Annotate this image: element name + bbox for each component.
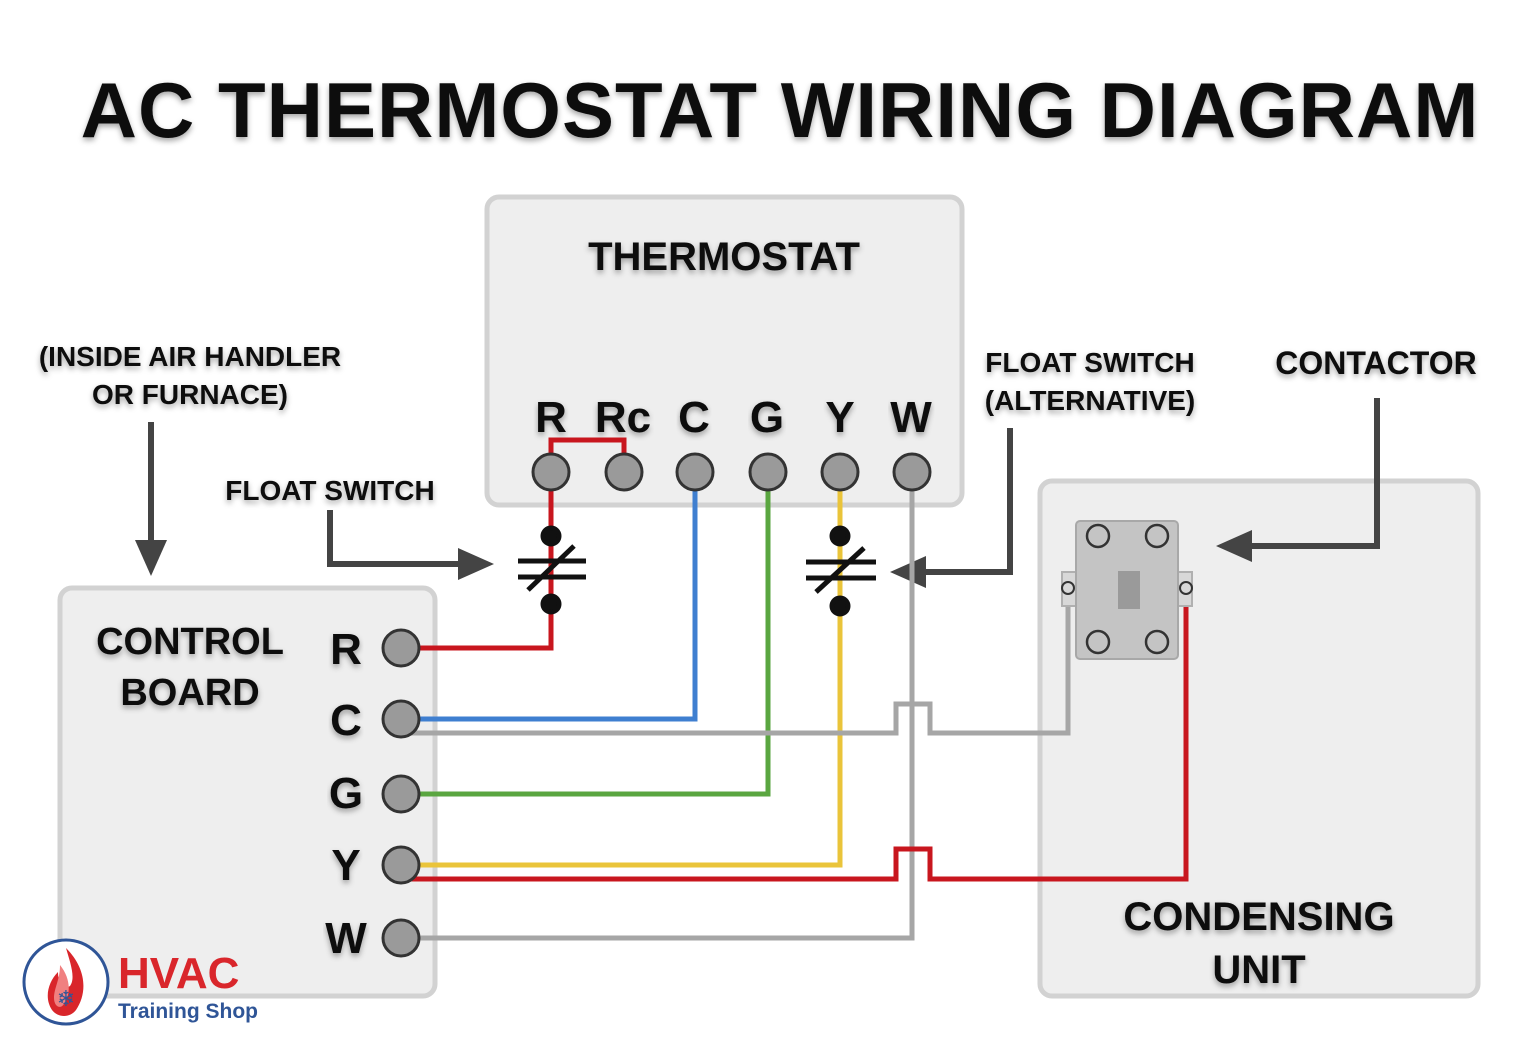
red-y-contactor-wire: [401, 588, 1189, 882]
thermostat-terminals: [531, 452, 932, 492]
board-terminal-g: [381, 774, 421, 814]
thermostat-terminal-y: [820, 452, 860, 492]
thermostat-terminal-r: [531, 452, 571, 492]
contactor-arrow: [1216, 398, 1380, 562]
board-terminal-y: [381, 845, 421, 885]
float-switch-label: FLOAT SWITCH: [225, 475, 434, 506]
control-board-label-line1: CONTROL: [96, 621, 284, 663]
contactor-label: CONTACTOR: [1275, 345, 1476, 381]
float-switch-alt-label-line1: FLOAT SWITCH: [985, 347, 1194, 378]
thermostat-panel: [484, 194, 965, 508]
gray-c-contactor-wire: [401, 588, 1071, 736]
board-terminal-w: [381, 918, 421, 958]
thermostat-terminal-label-r: R: [535, 393, 567, 442]
board-terminal-label-y: Y: [331, 841, 360, 890]
thermostat-terminal-w: [892, 452, 932, 492]
condensing-unit-label-line1: CONDENSING: [1123, 895, 1394, 939]
logo-brand: HVAC: [118, 949, 239, 998]
inside-air-handler-arrow: [135, 422, 167, 576]
thermostat-terminal-label-g: G: [750, 393, 784, 442]
page-title: AC THERMOSTAT WIRING DIAGRAM: [81, 66, 1480, 154]
thermostat-terminal-c: [675, 452, 715, 492]
blue-c-wire: [401, 472, 698, 722]
thermostat-terminal-rc: [604, 452, 644, 492]
contactor: [1061, 520, 1193, 660]
hvac-logo: ❄ HVAC Training Shop: [22, 938, 258, 1026]
board-terminal-c: [381, 699, 421, 739]
float-switch-alt-label-line2: (ALTERNATIVE): [985, 385, 1196, 416]
gray-w-wire: [401, 472, 915, 941]
float-switch-arrow: [327, 510, 494, 580]
logo-subtitle: Training Shop: [118, 1000, 258, 1023]
thermostat-label: THERMOSTAT: [588, 235, 860, 279]
thermostat-terminal-label-y: Y: [825, 393, 854, 442]
board-terminal-label-g: G: [329, 769, 363, 818]
float-switch-alt-symbol: [806, 525, 876, 617]
float-switch-symbol: [518, 525, 586, 615]
board-terminal-label-w: W: [325, 914, 367, 963]
thermostat-terminal-label-c: C: [678, 393, 710, 442]
wires: [401, 437, 1189, 941]
thermostat-terminal-label-rc: Rc: [595, 393, 651, 442]
condensing-unit-label-line2: UNIT: [1212, 948, 1305, 992]
inside-air-handler-label-line2: OR FURNACE): [92, 379, 288, 410]
thermostat-terminal-g: [748, 452, 788, 492]
board-terminal-label-c: C: [330, 696, 362, 745]
board-terminal-r: [381, 628, 421, 668]
thermostat-terminal-label-w: W: [890, 393, 932, 442]
control-board-label-line2: BOARD: [120, 672, 259, 714]
inside-air-handler-label-line1: (INSIDE AIR HANDLER: [39, 341, 341, 372]
green-g-wire: [401, 472, 771, 797]
snowflake-icon: ❄: [57, 987, 75, 1012]
callout-arrows: [135, 398, 1380, 588]
board-terminal-label-r: R: [330, 625, 362, 674]
float-switch-alt-arrow: [890, 428, 1013, 588]
board-terminals: [381, 628, 421, 958]
yellow-y-wire: [401, 472, 843, 868]
